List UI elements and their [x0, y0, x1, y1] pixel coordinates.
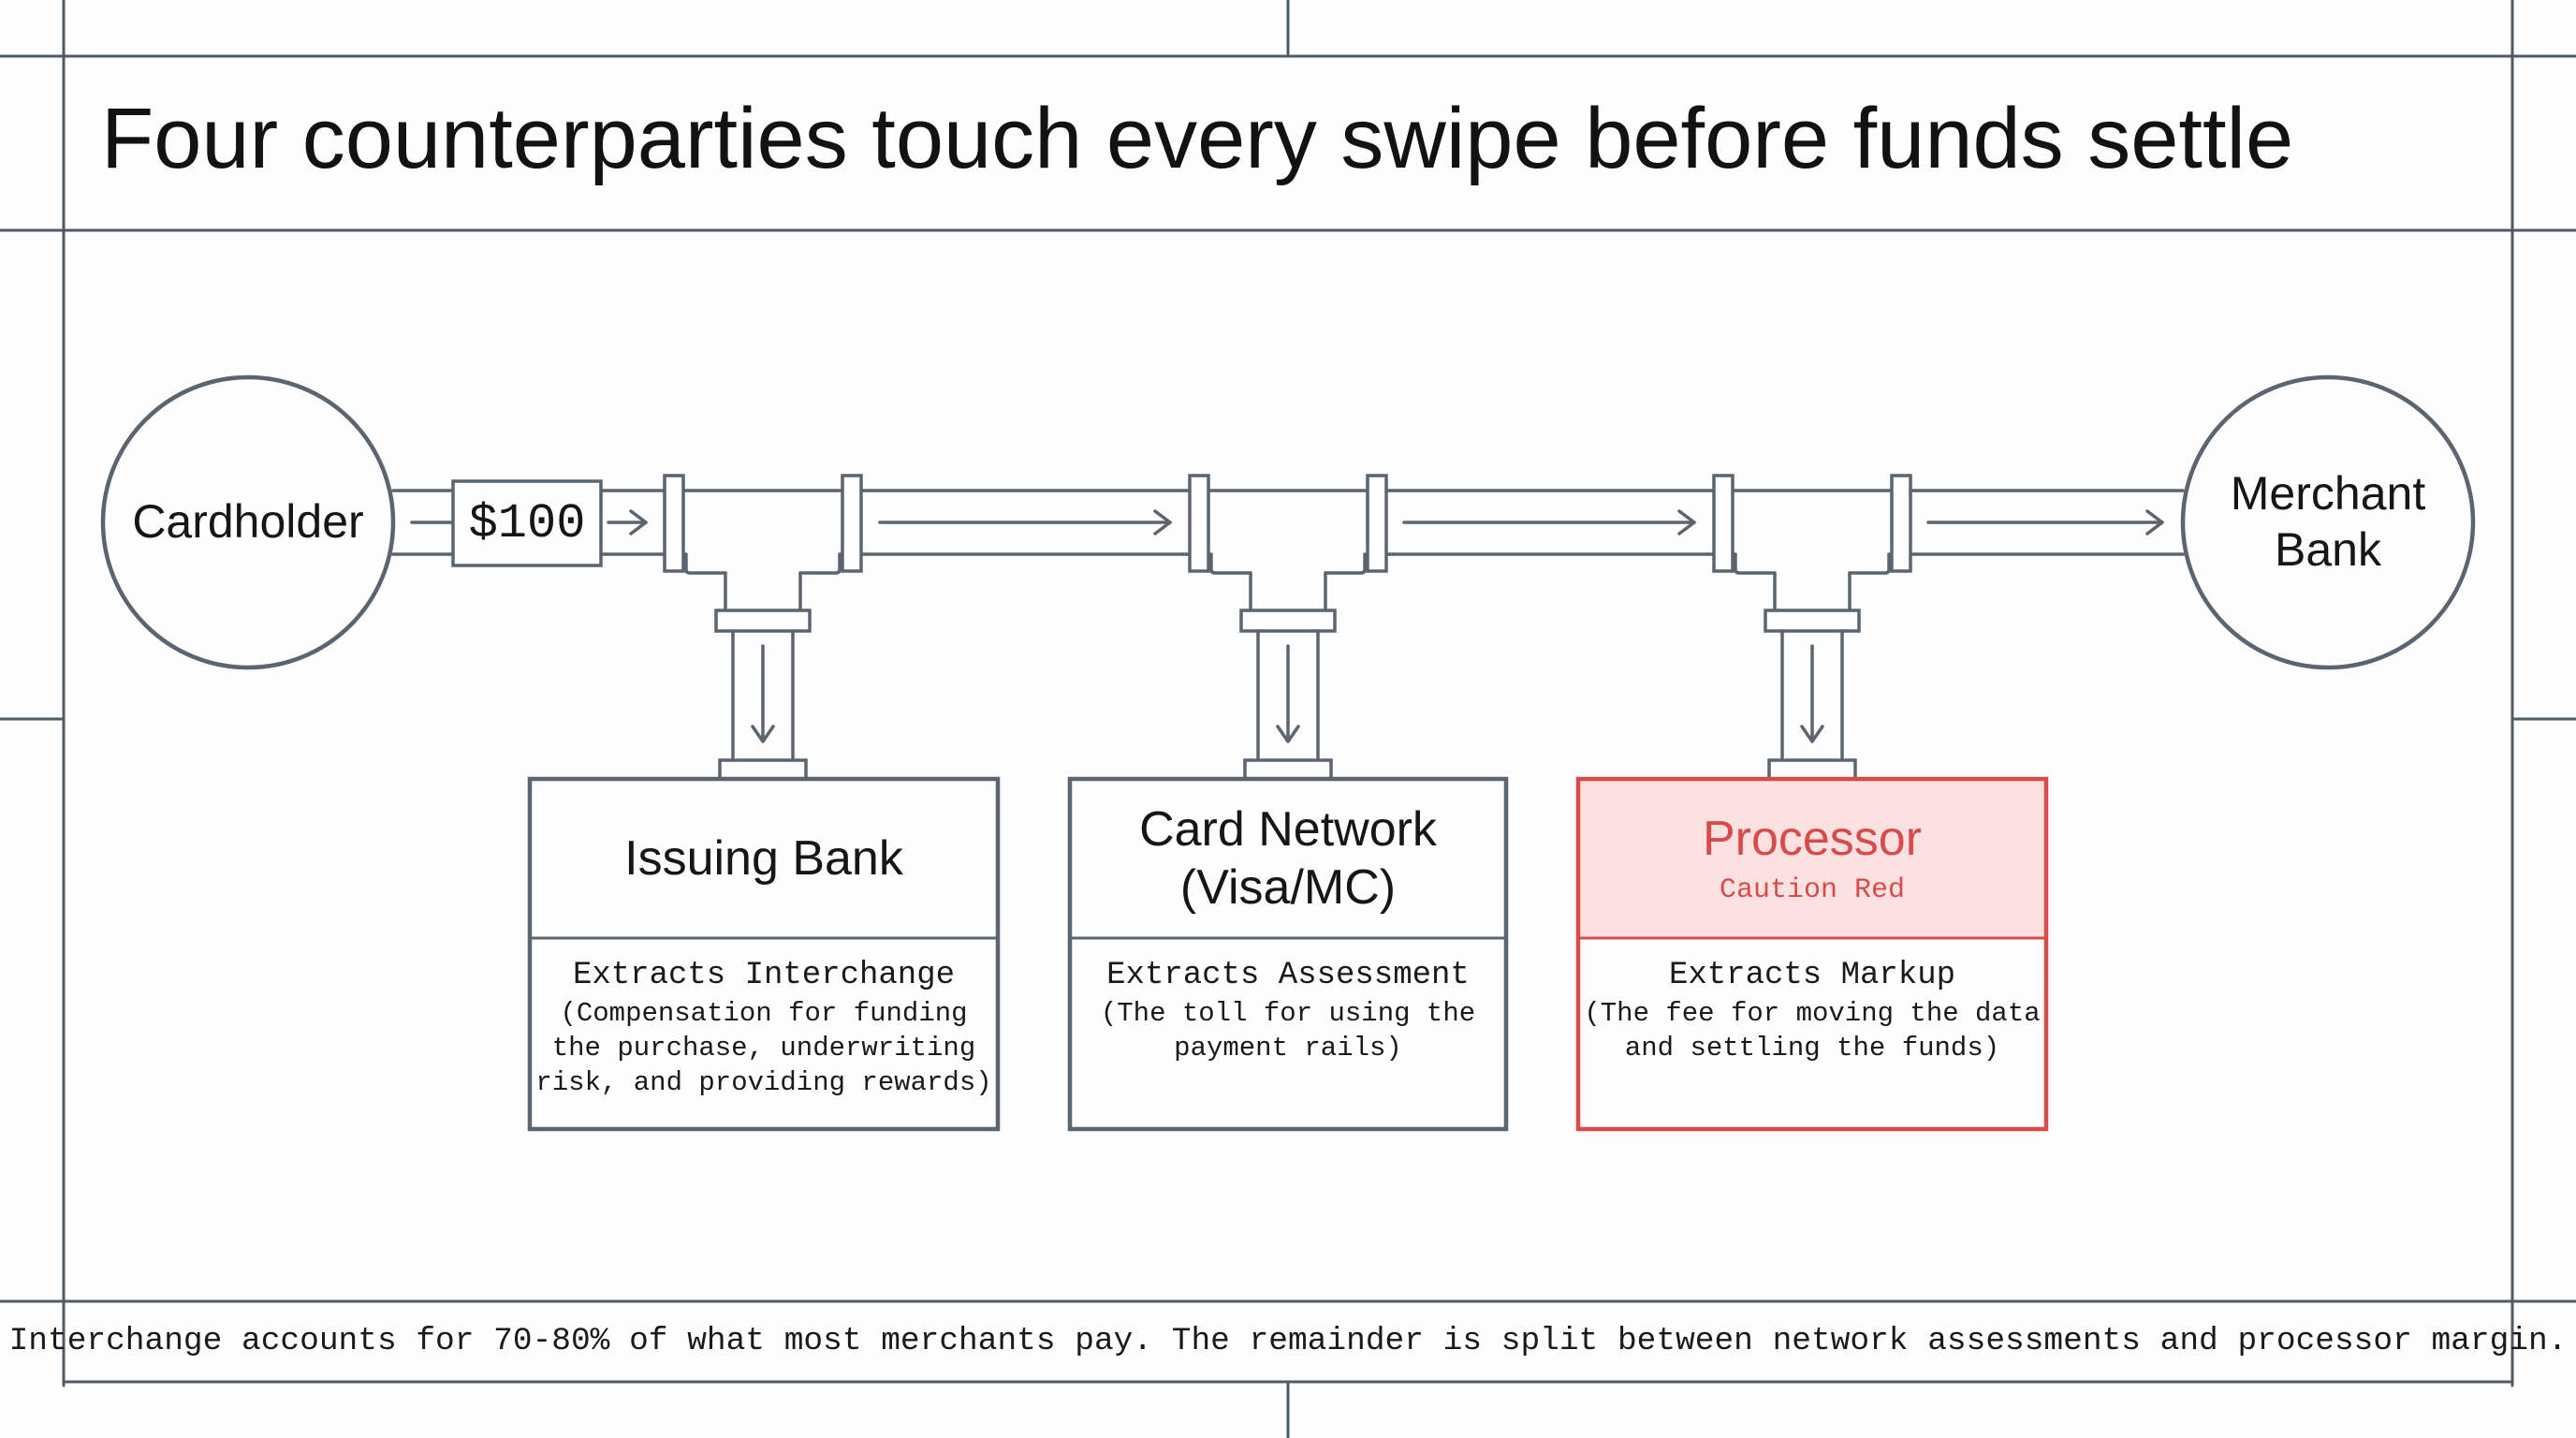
issuing-bank-lower-flange — [718, 758, 808, 781]
card-network-tee-gap — [1211, 552, 1365, 560]
card-network-right-collar — [1366, 474, 1388, 573]
processor-box — [1575, 776, 2049, 1132]
page-title: Four counterparties touch every swipe be… — [101, 91, 2294, 186]
card-network-box — [1067, 776, 1509, 1132]
issuing-bank-right-collar — [841, 474, 863, 573]
card-network-lower-flange — [1243, 758, 1333, 781]
cardholder-node — [100, 374, 396, 670]
issuing-bank-tee-gap — [686, 552, 840, 560]
card-network-details: Extracts Assessment (The toll for using … — [1070, 955, 1506, 1065]
card-network-name: Card Network (Visa/MC) — [1139, 801, 1437, 915]
issuing-bank-extract-heading: Extracts Interchange — [572, 958, 956, 993]
issuing-bank-left-collar — [663, 474, 685, 573]
cardholder-label: Cardholder — [132, 495, 364, 548]
card-network-left-collar — [1188, 474, 1210, 573]
processor-title: Processor Caution Red — [1578, 779, 2046, 938]
pipe-arrow-3-head — [2145, 509, 2164, 536]
issuing-bank-name: Issuing Bank — [624, 830, 903, 886]
footer-note: Interchange accounts for 70-80% of what … — [8, 1322, 2568, 1359]
issuing-bank-title: Issuing Bank — [530, 779, 998, 938]
processor-down-arrow-head — [1800, 725, 1824, 743]
amount-box — [451, 479, 603, 567]
card-network-down-arrow-head — [1276, 725, 1300, 743]
processor-extract-heading: Extracts Markup — [1668, 958, 1956, 993]
processor-subtitle: Caution Red — [1719, 874, 1906, 907]
processor-name: Processor — [1702, 811, 1923, 866]
processor-right-collar — [1890, 474, 1912, 573]
issuing-bank-extract-desc: (Compensation for funding the purchase, … — [535, 998, 992, 1098]
issuing-bank-box — [527, 776, 1001, 1132]
issuing-bank-down-arrow-head — [751, 725, 775, 743]
processor-box-header-fill — [1578, 779, 2046, 938]
processor-upper-flange — [1764, 609, 1861, 633]
processor-details: Extracts Markup (The fee for moving the … — [1578, 955, 2046, 1065]
merchant-bank-node — [2180, 374, 2476, 670]
card-network-title: Card Network (Visa/MC) — [1070, 779, 1506, 938]
processor-left-collar — [1712, 474, 1734, 573]
processor-extract-desc: (The fee for moving the data and settlin… — [1584, 998, 2041, 1064]
amount-label: $100 — [468, 495, 586, 551]
issuing-bank-details: Extracts Interchange (Compensation for f… — [530, 955, 998, 1100]
amount-arrow-head — [629, 509, 648, 536]
pipe-arrow-2-head — [1677, 509, 1696, 536]
merchant-bank-label: Merchant Bank — [2230, 467, 2426, 576]
card-network-upper-flange — [1239, 609, 1337, 633]
issuing-bank-upper-flange — [714, 609, 812, 633]
pipe-arrow-1-head — [1153, 509, 1172, 536]
card-network-extract-desc: (The toll for using the payment rails) — [1100, 998, 1476, 1064]
processor-lower-flange — [1767, 758, 1857, 781]
processor-tee-gap — [1735, 552, 1889, 560]
card-network-extract-heading: Extracts Assessment — [1106, 958, 1470, 993]
